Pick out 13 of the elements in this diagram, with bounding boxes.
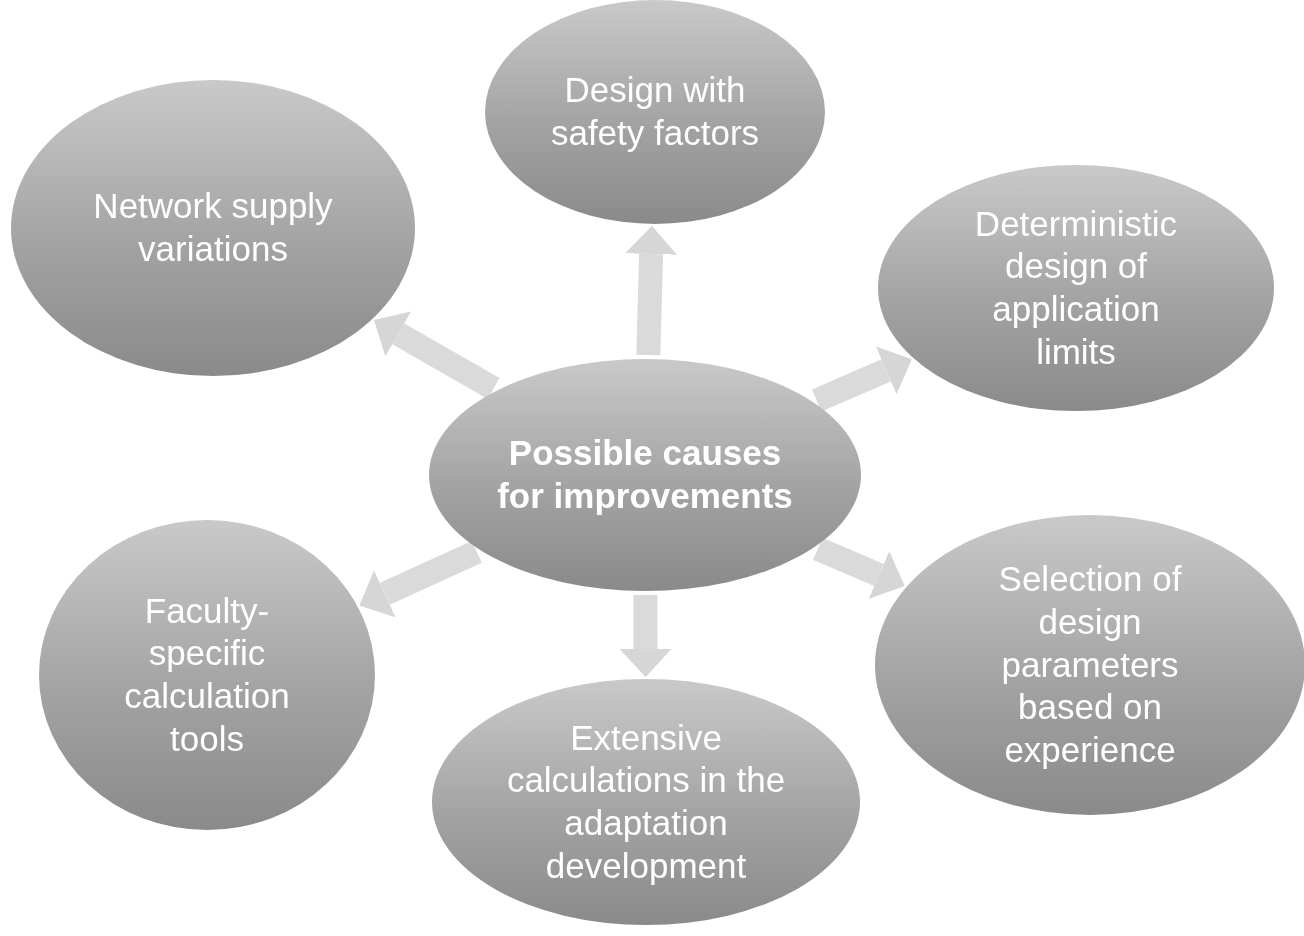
ellipse-label: Faculty-specific calculation tools [123, 589, 291, 760]
ellipse-label: Network supply variations [93, 185, 333, 270]
ellipse-label: Possible causes for improvements [496, 432, 794, 517]
ellipse-label: Design with safety factors [549, 69, 761, 154]
block-arrow [374, 311, 500, 399]
block-arrow [625, 226, 678, 356]
ellipse-label: Extensive calculations in the adaptation development [505, 716, 787, 887]
block-arrow [813, 537, 905, 599]
block-arrow [619, 594, 672, 677]
ellipse-label: Selection of design parameters based on experience [997, 558, 1183, 772]
ellipse-label: Deterministic design of application limits [973, 202, 1179, 373]
block-arrow [811, 346, 912, 412]
block-arrow [359, 540, 482, 618]
